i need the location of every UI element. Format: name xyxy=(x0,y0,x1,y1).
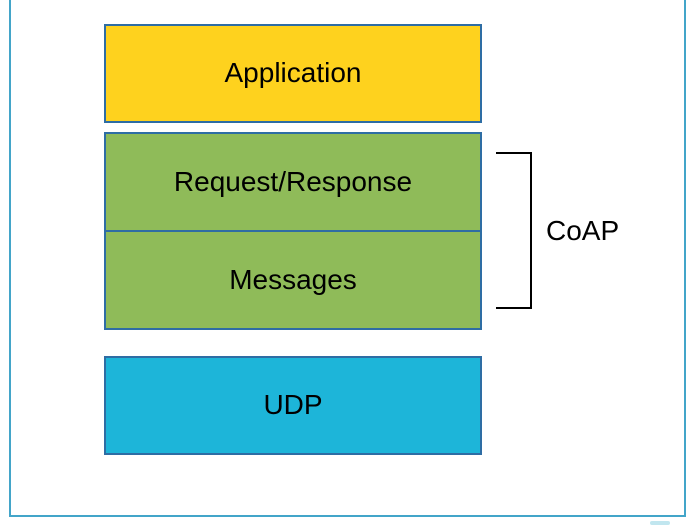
edge-artifact-mark xyxy=(650,521,670,525)
layer-label-udp: UDP xyxy=(263,389,323,421)
coap-bracket xyxy=(496,152,532,309)
layer-box-request-response: Request/Response xyxy=(106,134,480,232)
coap-group-label: CoAP xyxy=(546,215,620,246)
layer-label-messages: Messages xyxy=(229,263,357,295)
layer-label-application: Application xyxy=(224,57,362,89)
layer-box-coap-stack: Request/Response Messages xyxy=(104,132,482,330)
page-border xyxy=(9,0,686,517)
layer-label-request-response: Request/Response xyxy=(173,165,413,197)
layer-box-messages: Messages xyxy=(106,232,480,328)
layer-box-udp: UDP xyxy=(104,356,482,455)
layer-box-application: Application xyxy=(104,24,482,123)
